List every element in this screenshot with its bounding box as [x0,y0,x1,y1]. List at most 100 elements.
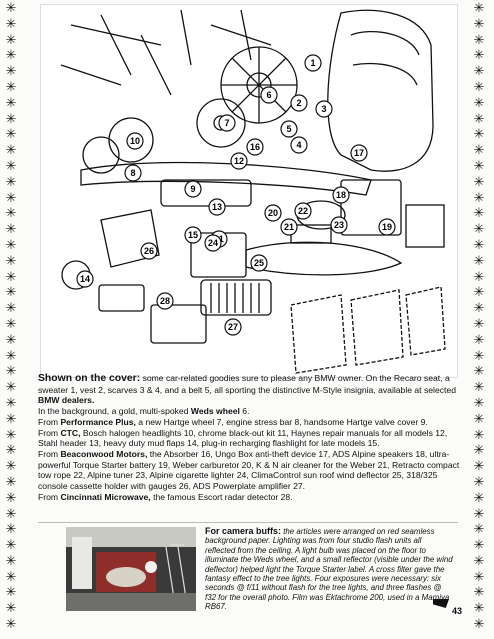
asterisk-star-icon: ✳ [5,0,17,15]
asterisk-star-icon: ✳ [5,505,17,521]
callout-marker: 3 [315,100,333,118]
callout-marker: 24 [204,234,222,252]
asterisk-star-icon: ✳ [473,505,485,521]
asterisk-star-icon: ✳ [473,363,485,379]
asterisk-star-icon: ✳ [473,568,485,584]
callout-number: 27 [228,322,238,332]
callout-marker: 8 [124,164,142,182]
cincinnati-label: Cincinnati Microwave, [60,491,151,502]
asterisk-star-icon: ✳ [5,600,17,616]
weds-wheel-label: Weds wheel [190,406,240,417]
section-divider [38,522,458,523]
camera-buffs-body: the articles were arranged on red seamle… [205,527,453,612]
asterisk-star-icon: ✳ [473,205,485,221]
asterisk-star-icon: ✳ [5,15,17,31]
asterisk-star-icon: ✳ [5,284,17,300]
page-number: 43 [452,606,463,616]
line-body: the Absorber 16, Ungo Box anti-theft dev… [38,448,460,492]
asterisk-star-icon: ✳ [5,252,17,268]
asterisk-star-icon: ✳ [5,363,17,379]
asterisk-star-icon: ✳ [5,63,17,79]
callout-number: 3 [321,104,326,114]
asterisk-star-icon: ✳ [5,394,17,410]
line-suffix: 6. [239,406,250,417]
callout-marker: 2 [290,94,308,112]
left-star-border: ✳✳✳✳✳✳✳✳✳✳✳✳✳✳✳✳✳✳✳✳✳✳✳✳✳✳✳✳✳✳✳✳✳✳✳✳✳✳✳✳ [4,0,18,639]
asterisk-star-icon: ✳ [473,268,485,284]
asterisk-star-icon: ✳ [5,442,17,458]
callout-marker: 18 [332,186,350,204]
callout-number: 23 [334,220,344,230]
studio-photo [66,527,196,611]
right-star-border: ✳✳✳✳✳✳✳✳✳✳✳✳✳✳✳✳✳✳✳✳✳✳✳✳✳✳✳✳✳✳✳✳✳✳✳✳✳✳✳✳ [472,0,486,639]
camera-buffs-note: For camera buffs: the articles were arra… [205,526,453,612]
performance-plus-label: Performance Plus, [60,416,136,427]
asterisk-star-icon: ✳ [473,110,485,126]
asterisk-star-icon: ✳ [473,426,485,442]
asterisk-star-icon: ✳ [473,78,485,94]
asterisk-star-icon: ✳ [5,473,17,489]
callout-marker: 23 [330,216,348,234]
asterisk-star-icon: ✳ [473,47,485,63]
callout-marker: 22 [294,202,312,220]
callout-number: 17 [354,148,364,158]
asterisk-star-icon: ✳ [5,379,17,395]
asterisk-star-icon: ✳ [473,616,485,632]
asterisk-star-icon: ✳ [5,47,17,63]
asterisk-star-icon: ✳ [5,584,17,600]
asterisk-star-icon: ✳ [5,205,17,221]
line-prefix: From [38,448,61,459]
asterisk-star-icon: ✳ [473,221,485,237]
asterisk-star-icon: ✳ [473,15,485,31]
line-prefix: In the background, a gold, multi-spoked [38,406,191,417]
asterisk-star-icon: ✳ [5,189,17,205]
asterisk-star-icon: ✳ [473,63,485,79]
callout-marker: 15 [184,226,202,244]
callout-number: 5 [286,124,291,134]
callout-marker: 13 [208,198,226,216]
asterisk-star-icon: ✳ [473,347,485,363]
callout-marker: 17 [350,144,368,162]
asterisk-star-icon: ✳ [473,410,485,426]
cover-intro-text: some car-related goodies sure to please … [38,373,456,395]
asterisk-star-icon: ✳ [473,142,485,158]
callout-number: 22 [298,206,308,216]
asterisk-star-icon: ✳ [5,410,17,426]
weds-wheel-line: In the background, a gold, multi-spoked … [38,406,468,417]
beaconwood-paragraph: From Beaconwood Motors, the Absorber 16,… [38,449,468,492]
ctc-label: CTC, [60,427,81,438]
asterisk-star-icon: ✳ [473,379,485,395]
callout-marker: 21 [280,218,298,236]
line-body: a new Hartge wheel 7, engine stress bar … [135,416,428,427]
asterisk-star-icon: ✳ [5,268,17,284]
line-prefix: From [38,427,61,438]
callout-number: 16 [250,142,260,152]
asterisk-star-icon: ✳ [473,489,485,505]
asterisk-star-icon: ✳ [473,600,485,616]
line-prefix: From [38,491,61,502]
callout-number: 24 [208,238,218,248]
cover-title: Shown on the cover: [38,373,141,384]
callout-number: 13 [212,202,222,212]
bmw-dealers-text: BMW dealers. [38,395,95,406]
callout-number: 10 [130,136,140,146]
camera-buffs-title: For camera buffs: [205,526,282,536]
asterisk-star-icon: ✳ [5,236,17,252]
asterisk-star-icon: ✳ [473,284,485,300]
asterisk-star-icon: ✳ [473,300,485,316]
asterisk-star-icon: ✳ [5,31,17,47]
callout-number: 15 [188,230,198,240]
asterisk-star-icon: ✳ [5,221,17,237]
asterisk-star-icon: ✳ [473,584,485,600]
asterisk-star-icon: ✳ [473,173,485,189]
callout-marker: 12 [230,152,248,170]
callout-marker: 6 [260,86,278,104]
asterisk-star-icon: ✳ [5,157,17,173]
callout-number: 6 [266,90,271,100]
beaconwood-label: Beaconwood Motors, [60,448,148,459]
callout-number: 25 [254,258,264,268]
magazine-end-mark-icon [433,599,449,608]
asterisk-star-icon: ✳ [5,616,17,632]
callout-marker: 4 [290,136,308,154]
cover-caption: Shown on the cover: some car-related goo… [38,373,468,502]
